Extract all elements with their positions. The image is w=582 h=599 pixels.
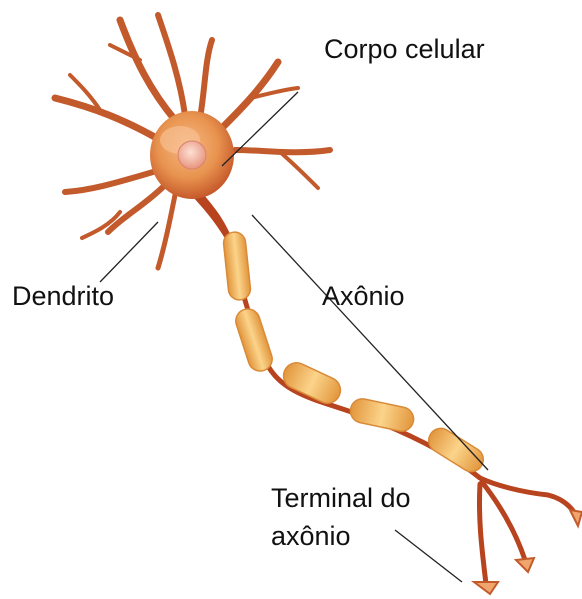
- leader-line-axon: [252, 215, 488, 470]
- myelin-sheaths: [223, 231, 488, 476]
- leader-line-axon-terminal: [395, 530, 462, 582]
- dendrite-branch: [280, 152, 318, 188]
- label-cell-body: Corpo celular: [324, 36, 485, 63]
- synaptic-knob: [516, 558, 534, 572]
- synaptic-knobs: [474, 510, 582, 594]
- terminal-branch: [479, 484, 486, 584]
- myelin-sheath: [233, 306, 276, 374]
- myelin-sheath: [348, 397, 416, 434]
- dendrite-branch: [200, 40, 212, 118]
- dendrite-branch: [65, 170, 160, 192]
- nucleus: [178, 141, 206, 169]
- label-dendrite: Dendrito: [12, 283, 114, 310]
- terminal-branch: [482, 482, 525, 560]
- dendrite-branch: [158, 195, 175, 268]
- synaptic-knob: [570, 510, 582, 526]
- dendrite-branch: [108, 185, 165, 232]
- cell-body: [150, 111, 234, 199]
- dendrite-branch: [55, 98, 160, 140]
- myelin-sheath: [424, 424, 488, 476]
- myelin-sheath: [223, 231, 252, 301]
- synaptic-knob: [474, 582, 498, 594]
- label-axon-terminal-line1: Terminal do: [271, 485, 411, 512]
- label-axon: Axônio: [322, 283, 405, 310]
- label-axon-terminal-line2: axônio: [271, 523, 351, 550]
